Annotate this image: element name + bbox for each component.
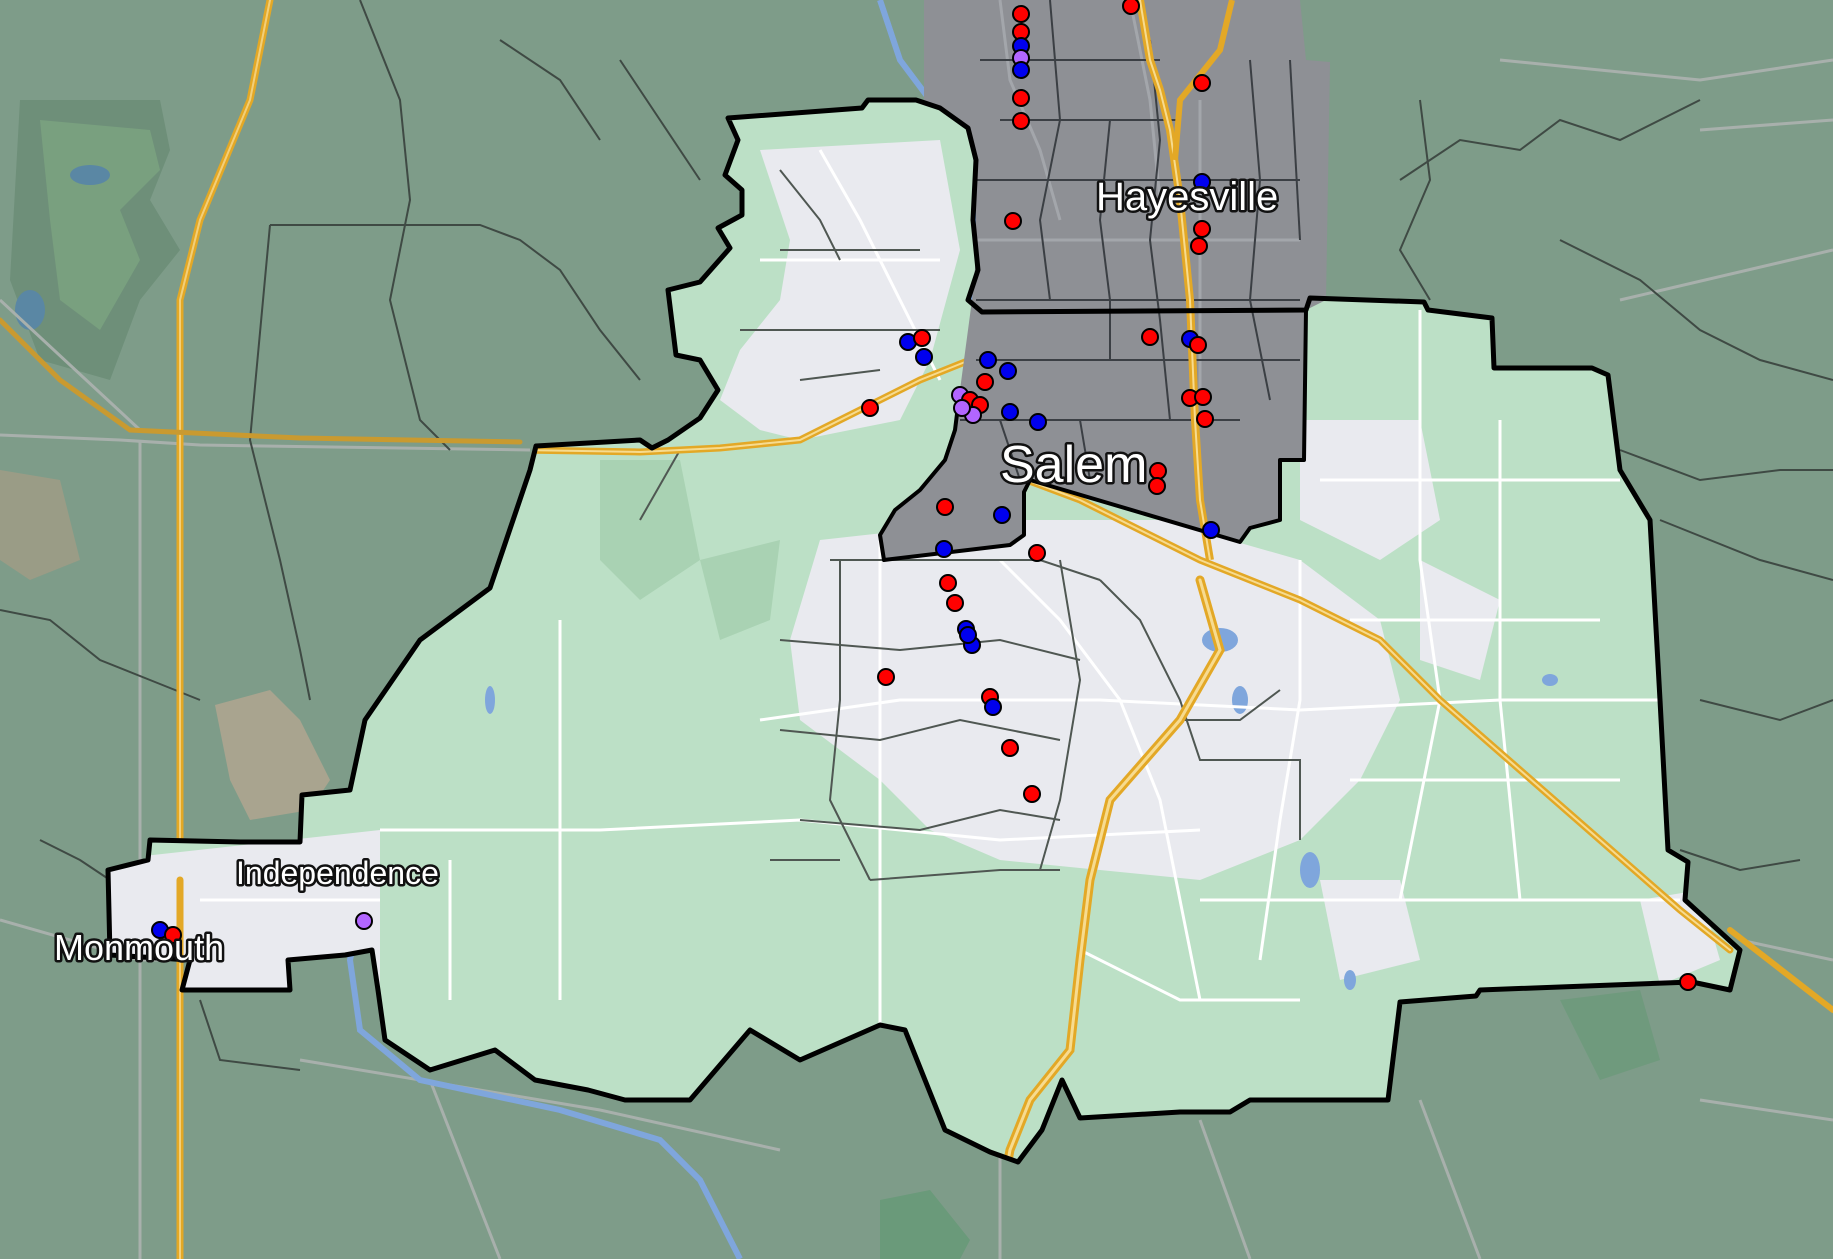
map-point[interactable] — [1001, 739, 1019, 757]
background-roads — [0, 58, 1833, 1259]
map-point[interactable] — [1023, 785, 1041, 803]
map-point[interactable] — [1012, 89, 1030, 107]
label-monmouth: Monmouth — [54, 927, 224, 968]
map-point[interactable] — [1193, 220, 1211, 238]
map-point[interactable] — [1012, 112, 1030, 130]
city-boundary — [878, 309, 1308, 562]
map-point[interactable] — [1189, 336, 1207, 354]
map-point[interactable] — [936, 498, 954, 516]
background-boundaries — [0, 0, 1833, 1071]
map-point[interactable] — [877, 668, 895, 686]
map-point[interactable] — [979, 351, 997, 369]
map-point[interactable] — [939, 574, 957, 592]
map-point[interactable] — [164, 926, 182, 944]
district-boundary — [105, 97, 1743, 1165]
map-point[interactable] — [1004, 212, 1022, 230]
map-point[interactable] — [1148, 477, 1166, 495]
map-point[interactable] — [861, 399, 879, 417]
map-point[interactable] — [959, 626, 977, 644]
map-point[interactable] — [953, 399, 971, 417]
map-point[interactable] — [993, 506, 1011, 524]
map-point[interactable] — [913, 329, 931, 347]
map-point[interactable] — [976, 373, 994, 391]
map-point[interactable] — [1190, 237, 1208, 255]
map-point[interactable] — [1193, 173, 1211, 191]
map-point[interactable] — [1122, 0, 1140, 15]
map-point[interactable] — [1001, 403, 1019, 421]
map-point[interactable] — [1149, 462, 1167, 480]
map-point[interactable] — [935, 540, 953, 558]
map-point[interactable] — [1012, 5, 1030, 23]
map-point[interactable] — [999, 362, 1017, 380]
label-salem: Salem — [1000, 436, 1147, 494]
map-point[interactable] — [1029, 413, 1047, 431]
map-point[interactable] — [1679, 973, 1697, 991]
map-point[interactable] — [1141, 328, 1159, 346]
map-point[interactable] — [946, 594, 964, 612]
map-point[interactable] — [1028, 544, 1046, 562]
background-landuse — [0, 100, 1660, 1259]
label-independence: Independence — [236, 855, 439, 891]
map-point[interactable] — [1194, 388, 1212, 406]
label-hayesville: Hayesville — [1096, 175, 1278, 219]
map-point[interactable] — [1202, 521, 1220, 539]
map-point[interactable] — [1193, 74, 1211, 92]
map-point[interactable] — [1196, 410, 1214, 428]
map-point[interactable] — [355, 912, 373, 930]
map-point[interactable] — [915, 348, 933, 366]
map-point[interactable] — [984, 698, 1002, 716]
district-interior — [108, 140, 1734, 1162]
map-point[interactable] — [1012, 61, 1030, 79]
point-layer — [151, 0, 1697, 991]
